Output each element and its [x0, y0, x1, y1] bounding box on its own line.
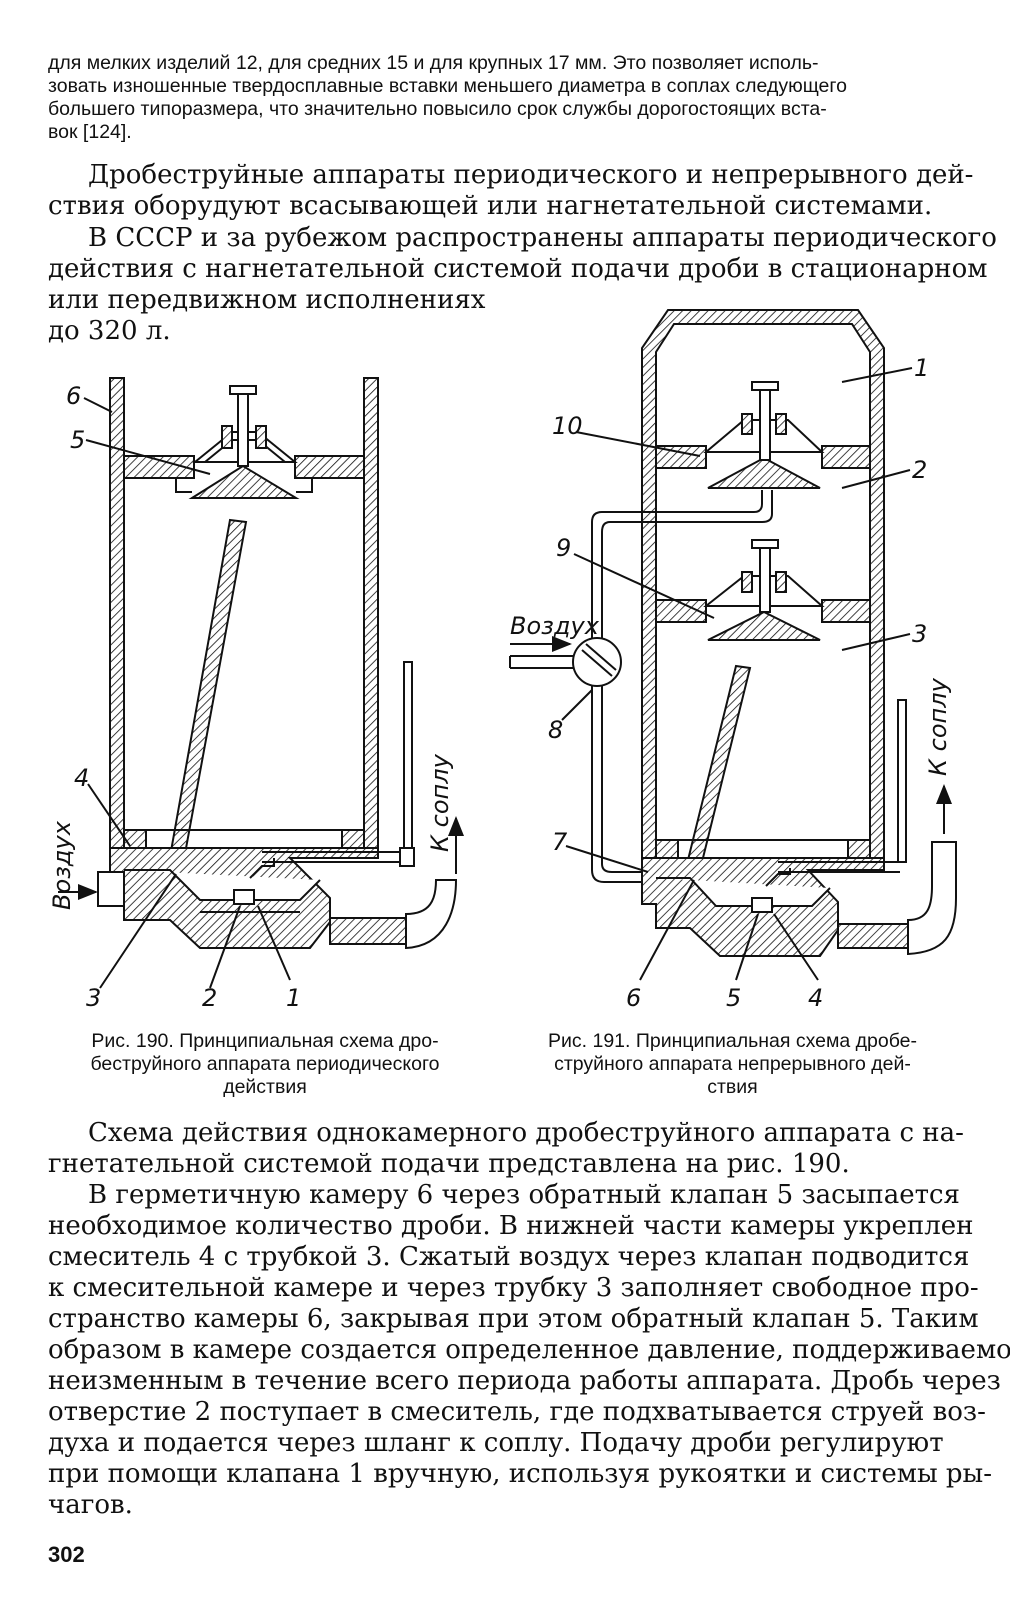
fig191-nozzle-label: К соплу [924, 677, 952, 776]
fig191-air-label: Воздух [510, 612, 600, 640]
figure-191-diagram [509, 309, 957, 981]
top-note-line: для мелких изделий 12, для средних 15 и … [48, 52, 819, 74]
paragraph-line: при помощи клапана 1 вручную, используя … [48, 1459, 993, 1489]
top-note-line: большего типоразмера, что значительно по… [48, 98, 827, 120]
fig191-label-7: 7 [552, 828, 568, 856]
top-note: для мелких изделий 12, для средних 15 и … [48, 52, 968, 144]
paragraph-line: неизменным в течение всего периода работ… [48, 1366, 1001, 1396]
caption-line: Рис. 191. Принципиальная схема дробе- [547, 1030, 917, 1052]
caption-line: струйного аппарата непрерывного дей- [554, 1053, 911, 1075]
paragraph-line: духа и подается через шланг к соплу. Под… [48, 1428, 944, 1458]
caption-line: Рис. 190. Принципиальная схема дро- [91, 1030, 439, 1052]
fig190-label-2: 2 [202, 984, 217, 1012]
fig190-label-3: 3 [86, 984, 101, 1012]
fig191-label-6: 6 [626, 984, 641, 1012]
paragraph-line: смеситель 4 с трубкой 3. Сжатый воздух ч… [48, 1242, 970, 1272]
fig190-air-label: Воздух [48, 820, 76, 910]
paragraph-line: действия с нагнетательной системой подач… [48, 254, 988, 284]
paragraph-line: необходимое количество дроби. В нижней ч… [48, 1211, 974, 1241]
paragraph-line: образом в камере создается определенное … [48, 1335, 1010, 1365]
figure-190-labels: 6 5 4 3 2 1 Воздух К соплу [48, 382, 454, 1012]
fig191-label-9: 9 [556, 534, 571, 562]
paragraph-4: В герметичную камеру 6 через обратный кл… [48, 1180, 1010, 1521]
fig191-label-10: 10 [552, 412, 583, 440]
paragraph-line: Схема действия однокамерного дробеструйн… [88, 1118, 964, 1148]
paragraph-line: к смесительной камере и через трубку 3 з… [48, 1273, 979, 1303]
paragraph-line: Дробеструйные аппараты периодического и … [88, 160, 974, 190]
caption-line: действия [223, 1076, 307, 1098]
fig191-label-4: 4 [808, 984, 823, 1012]
paragraph-line: ствия оборудуют всасывающей или нагнетат… [48, 191, 933, 221]
fig190-label-6: 6 [66, 382, 81, 410]
figure-190-caption: Рис. 190. Принципиальная схема дро- бест… [50, 1030, 480, 1099]
caption-line: беструйного аппарата периодического [90, 1053, 440, 1075]
top-note-line: вок [124]. [48, 121, 132, 143]
paragraph-line: до 320 л. [48, 316, 171, 346]
page-number: 302 [48, 1542, 85, 1567]
paragraph-3: Схема действия однокамерного дробеструйн… [48, 1118, 968, 1180]
fig190-label-5: 5 [70, 426, 85, 454]
fig190-label-1: 1 [286, 984, 301, 1012]
paragraph-line: или передвижном исполнениях [48, 285, 486, 315]
fig191-label-8: 8 [548, 716, 563, 744]
paragraph-2: В СССР и за рубежом распространены аппар… [48, 223, 997, 347]
paragraph-1: Дробеструйные аппараты периодического и … [48, 160, 974, 222]
figure-190-diagram [58, 377, 464, 989]
fig191-label-2: 2 [912, 456, 927, 484]
figure-191-labels: 1 2 3 4 5 6 7 8 9 10 Воздух К соплу [510, 354, 952, 1012]
figure-191-caption: Рис. 191. Принципиальная схема дробе- ст… [500, 1030, 965, 1099]
paragraph-line: гнетательной системой подачи представлен… [48, 1149, 850, 1179]
paragraph-line: В герметичную камеру 6 через обратный кл… [88, 1180, 960, 1210]
top-note-line: зовать изношенные твердосплавные вставки… [48, 75, 847, 97]
fig190-label-4: 4 [74, 764, 89, 792]
caption-line: ствия [707, 1076, 758, 1098]
paragraph-line: странство камеры 6, закрывая при этом об… [48, 1304, 979, 1334]
paragraph-line: отверстие 2 поступает в смеситель, где п… [48, 1397, 986, 1427]
fig191-label-5: 5 [726, 984, 741, 1012]
fig191-label-1: 1 [914, 354, 929, 382]
fig190-nozzle-label: К соплу [426, 753, 454, 852]
paragraph-line: В СССР и за рубежом распространены аппар… [88, 223, 997, 253]
fig191-label-3: 3 [912, 620, 927, 648]
paragraph-line: чагов. [48, 1490, 133, 1520]
